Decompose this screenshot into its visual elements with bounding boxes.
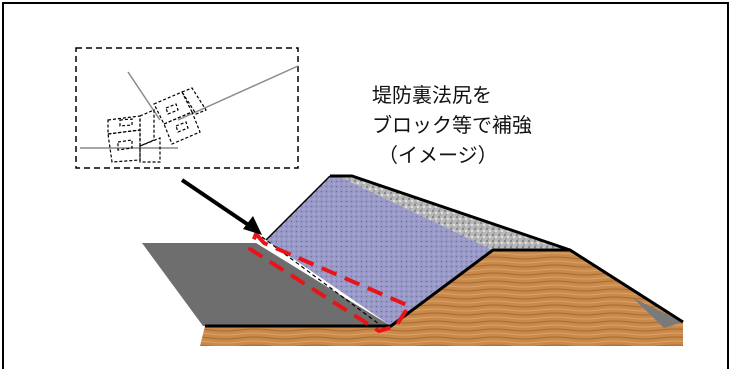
caption-line-2: ブロック等で補強 bbox=[372, 113, 532, 137]
riverside-strip bbox=[633, 298, 683, 328]
outer-frame bbox=[2, 2, 729, 369]
diagram-caption: 堤防裏法尻を ブロック等で補強 （イメージ） bbox=[372, 80, 532, 170]
embankment-outline bbox=[205, 248, 684, 328]
callout-arrow-shaft bbox=[180, 178, 252, 228]
callout-arrowhead bbox=[243, 216, 262, 235]
inset-slope-line-upper bbox=[127, 71, 161, 121]
embankment-soil bbox=[200, 250, 683, 346]
caption-line-1: 堤防裏法尻を bbox=[372, 83, 492, 107]
slope-edge bbox=[265, 175, 331, 241]
inset-detail-box bbox=[75, 47, 299, 169]
inset-blocks bbox=[107, 87, 207, 163]
ground-surface bbox=[142, 243, 391, 326]
reinforcement-zone-outline bbox=[247, 230, 412, 334]
slope-face bbox=[266, 176, 493, 326]
caption-line-3: （イメージ） bbox=[378, 143, 498, 167]
crest-outline bbox=[330, 174, 571, 252]
inset-slope-line-right bbox=[177, 65, 299, 121]
